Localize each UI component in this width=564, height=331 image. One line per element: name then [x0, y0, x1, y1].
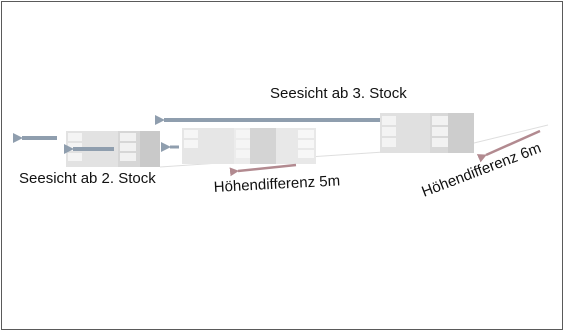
label-view-2nd-floor: Seesicht ab 2. Stock: [19, 170, 156, 187]
building-left: [66, 131, 160, 167]
building-middle: [182, 128, 316, 164]
height-arrow-6m: [476, 129, 541, 163]
label-height-diff-5m: Höhendifferenz 5m: [213, 172, 340, 196]
height-arrow-5m: [229, 163, 297, 177]
label-view-3rd-floor: Seesicht ab 3. Stock: [270, 85, 407, 102]
ground-line-2: [473, 124, 549, 144]
building-right: [380, 113, 474, 153]
